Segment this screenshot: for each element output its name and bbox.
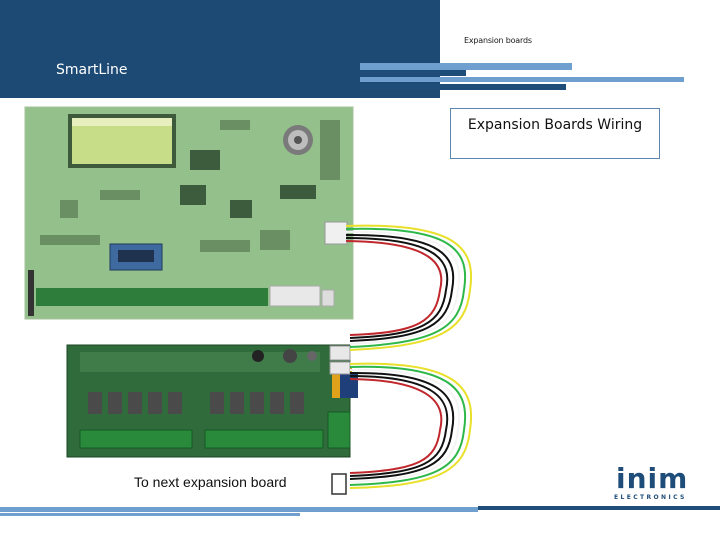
header-stripe-2 bbox=[360, 70, 466, 76]
logo-word: inim bbox=[616, 462, 689, 495]
wires-upper bbox=[345, 224, 473, 351]
main-board-image bbox=[24, 106, 354, 320]
header-stripe-3 bbox=[360, 77, 684, 82]
footer-bar-thin bbox=[0, 513, 300, 516]
header-stripe-4 bbox=[360, 84, 566, 90]
header-stripe-1 bbox=[360, 63, 572, 70]
section-label: Expansion boards bbox=[464, 36, 532, 45]
footer-bar-light bbox=[0, 507, 478, 512]
footer-bar-dark bbox=[478, 506, 720, 510]
title-box: Expansion Boards Wiring bbox=[450, 108, 660, 159]
caption-next-board: To next expansion board bbox=[134, 474, 287, 490]
diagram-title: Expansion Boards Wiring bbox=[467, 117, 643, 133]
wires-lower bbox=[349, 362, 473, 489]
expansion-board-image bbox=[66, 344, 358, 458]
logo-subtitle: ELECTRONICS bbox=[614, 494, 687, 501]
brand-title: SmartLine bbox=[56, 62, 128, 78]
inim-logo: inim ELECTRONICS bbox=[612, 464, 688, 506]
connector-square-icon bbox=[331, 473, 347, 495]
